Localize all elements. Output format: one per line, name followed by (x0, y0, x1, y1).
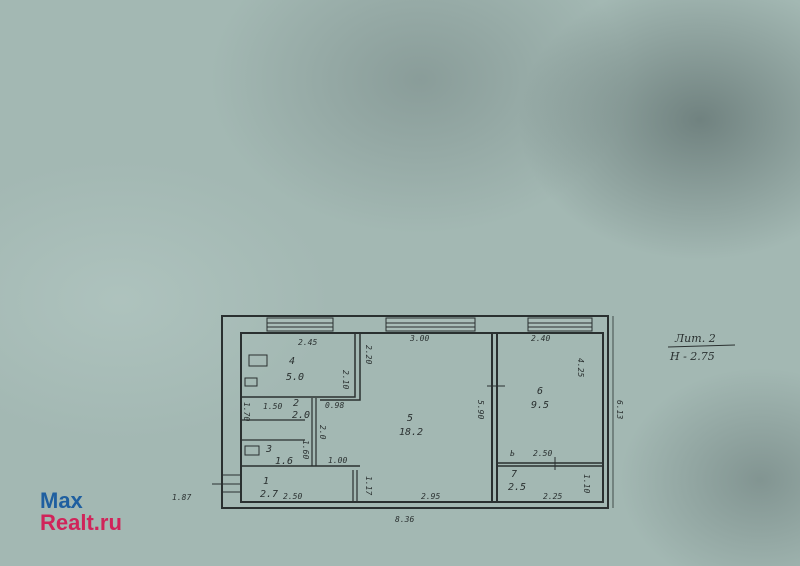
room-3-number: 3 (265, 444, 272, 455)
dim-label: 2.50 (533, 449, 552, 458)
dim-label: 1.87 (172, 493, 191, 502)
room-3-area: 1.6 (275, 456, 293, 467)
dim-label: 8.36 (395, 515, 414, 524)
dim-label: 2.45 (298, 338, 317, 347)
dim-label: 1.00 (328, 456, 347, 465)
dim-label: 2.25 (543, 492, 562, 501)
dim-label: 1.70 (242, 402, 251, 421)
watermark-line2: Realt.ru (40, 510, 122, 535)
height-note: H - 2.75 (669, 350, 715, 363)
dim-label: 4.25 (576, 358, 585, 377)
room-4-number: 4 (289, 356, 295, 367)
window-kitchen (266, 317, 334, 332)
dim-label: 2.0 (318, 425, 327, 440)
room-2-area: 2.0 (292, 410, 310, 421)
walls (212, 315, 614, 509)
room-labels: 1 2.7 2 2.0 3 1.6 4 5.0 5 18.2 6 9.5 7 2… (260, 356, 549, 500)
dim-label: 2.20 (364, 345, 373, 364)
room-5-number: 5 (407, 413, 413, 424)
room-6-number: 6 (537, 386, 543, 397)
window-living (385, 317, 476, 332)
dim-label: 1.10 (582, 474, 591, 493)
watermark-line1: Max (40, 488, 83, 513)
room-4-area: 5.0 (286, 372, 304, 383)
room-1-area: 2.7 (260, 489, 278, 500)
balcony-mark: Ь (510, 449, 515, 458)
dim-label: 0.98 (325, 401, 344, 410)
dimension-labels: 2.45 3.00 2.40 2.20 2.10 1.50 0.98 1.70 … (172, 334, 624, 524)
dim-label: 2.95 (421, 492, 440, 501)
dim-label: 2.10 (341, 370, 350, 389)
dim-label: 1.60 (301, 440, 310, 459)
dim-label: 2.50 (283, 492, 302, 501)
dim-label: 5.90 (476, 400, 485, 419)
room-2-number: 2 (293, 398, 299, 409)
window-bedroom (527, 317, 593, 332)
dim-label: 2.40 (531, 334, 550, 343)
dim-label: 6.13 (615, 400, 624, 419)
dim-label: 3.00 (409, 334, 429, 343)
room-7-area: 2.5 (508, 482, 526, 493)
dim-label: 1.50 (263, 402, 282, 411)
room-7-number: 7 (511, 469, 517, 480)
room-5-area: 18.2 (399, 427, 423, 438)
sheet-note: Лит. 2 (674, 332, 716, 345)
room-1-number: 1 (263, 476, 269, 487)
room-6-area: 9.5 (531, 400, 549, 411)
sheet-annotation: Лит. 2 H - 2.75 (667, 332, 736, 363)
watermark-logo: Max Realt.ru (40, 490, 122, 534)
dim-label: 1.17 (364, 476, 373, 495)
